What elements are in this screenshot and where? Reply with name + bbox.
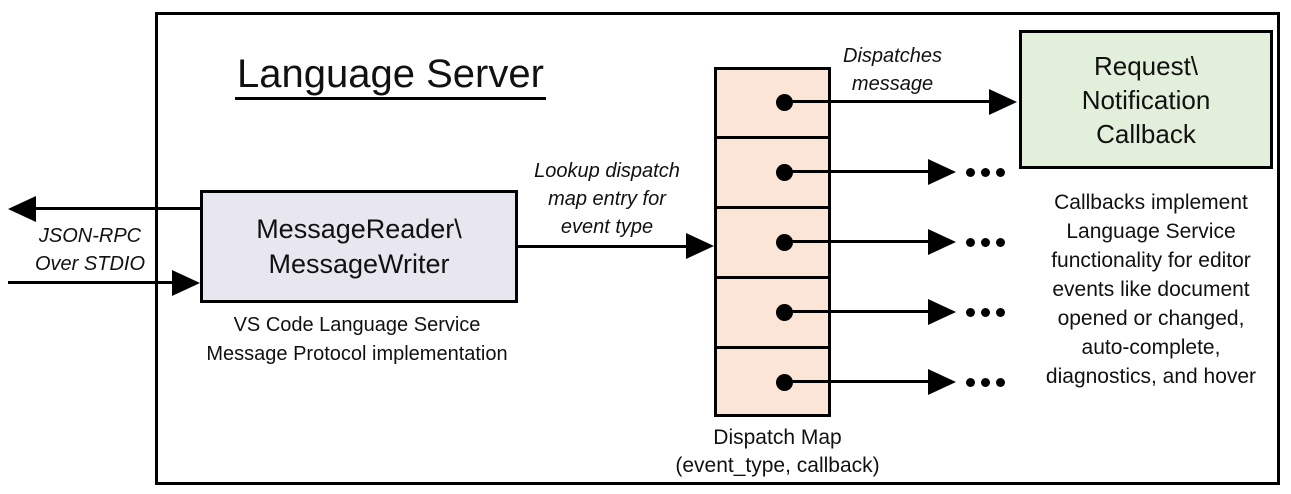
callbacks-note-line: events like document: [1052, 278, 1250, 301]
dispatch-entry-dot: [776, 164, 793, 181]
lookup-label-line2: map entry for: [548, 188, 666, 210]
ellipsis-icon: [966, 378, 1005, 387]
dispatch-map-caption: Dispatch Map (event_type, callback): [650, 424, 905, 480]
callbacks-note-line: opened or changed,: [1057, 307, 1245, 330]
ellipsis-icon: [966, 308, 1005, 317]
ellipsis-icon: [966, 238, 1005, 247]
diagram-title-text: Language Server: [235, 52, 546, 100]
callbacks-note-line: Language Service: [1066, 220, 1236, 243]
reader-caption-line2: Message Protocol implementation: [206, 343, 508, 365]
dispatch-arrowhead-icon: [928, 299, 956, 325]
callbacks-note-line: Callbacks implement: [1054, 191, 1248, 214]
dispatch-arrow-line: [785, 380, 930, 383]
dispatch-label-line1: Dispatches: [843, 45, 942, 67]
callback-box-line1: Request\: [1093, 50, 1199, 81]
dispatch-arrowhead-icon: [928, 229, 956, 255]
dispatch-map-caption-line1: Dispatch Map: [713, 426, 842, 449]
callbacks-note-line: functionality for editor: [1051, 249, 1251, 272]
dispatch-arrow-line: [785, 240, 930, 243]
stdio-arrow-label: JSON-RPC Over STDIO: [25, 222, 155, 278]
callback-box-line3: Callback: [1096, 118, 1196, 149]
reader-box-caption: VS Code Language Service Message Protoco…: [182, 311, 532, 369]
dispatch-arrowhead-icon: [989, 89, 1017, 115]
dispatch-arrow-line: [785, 100, 992, 103]
reader-box-line1: MessageReader\: [256, 213, 462, 244]
callback-box-line2: Notification: [1081, 84, 1211, 115]
lookup-label-line1: Lookup dispatch: [534, 160, 680, 182]
dispatch-arrow-label: Dispatches message: [815, 42, 970, 98]
stdio-label-line1: JSON-RPC: [38, 225, 142, 247]
stdio-label-line2: Over STDIO: [34, 253, 145, 275]
reader-box-line2: MessageWriter: [268, 248, 450, 279]
dispatch-map-divider: [717, 136, 828, 139]
callbacks-note: Callbacks implement Language Service fun…: [1022, 188, 1280, 391]
dispatch-map-divider: [717, 276, 828, 279]
dispatch-entry-dot: [776, 374, 793, 391]
dispatch-arrowhead-icon: [928, 159, 956, 185]
lookup-arrowhead-icon: [686, 233, 714, 259]
stdio-out-arrow-line: [30, 207, 202, 210]
stdio-in-arrowhead-icon: [172, 270, 200, 296]
ellipsis-icon: [966, 168, 1005, 177]
lookup-arrow-label: Lookup dispatch map entry for event type: [517, 157, 697, 241]
dispatch-arrow-line: [785, 310, 930, 313]
dispatch-label-line2: message: [851, 73, 934, 95]
diagram-title: Language Server: [223, 52, 558, 100]
lookup-arrow-line: [518, 245, 686, 248]
dispatch-arrowhead-icon: [928, 369, 956, 395]
dispatch-map-divider: [717, 346, 828, 349]
dispatch-entry-dot: [776, 304, 793, 321]
dispatch-entry-dot: [776, 234, 793, 251]
callbacks-note-line: auto-complete,: [1081, 336, 1221, 359]
lookup-label-line3: event type: [560, 216, 654, 238]
reader-caption-line1: VS Code Language Service: [233, 314, 481, 336]
stdio-in-arrow-line: [8, 281, 172, 284]
callbacks-note-line: diagnostics, and hover: [1045, 365, 1257, 388]
dispatch-map-divider: [717, 206, 828, 209]
dispatch-arrow-line: [785, 170, 930, 173]
request-notification-callback-box: Request\ Notification Callback: [1019, 30, 1273, 169]
dispatch-map-caption-line2: (event_type, callback): [675, 454, 880, 477]
message-reader-writer-box: MessageReader\ MessageWriter: [200, 190, 518, 303]
dispatch-entry-dot: [776, 94, 793, 111]
